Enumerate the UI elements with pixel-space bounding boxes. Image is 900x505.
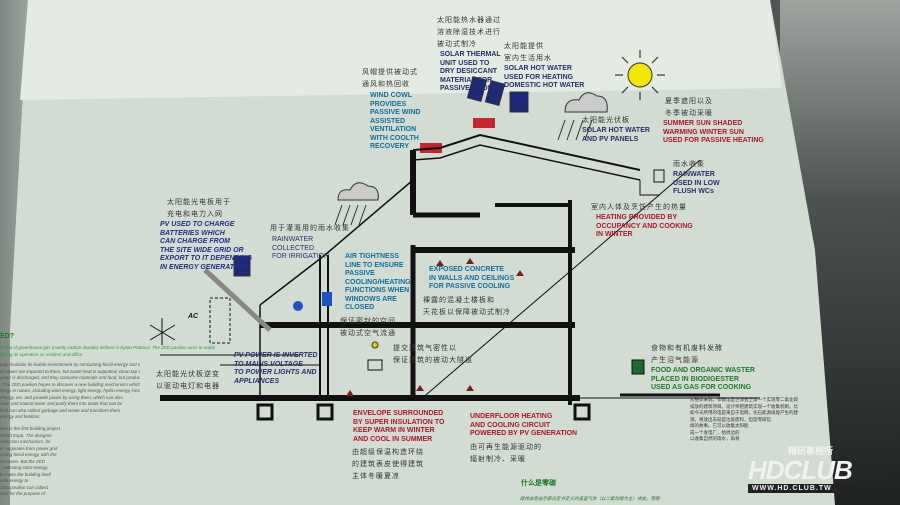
food-waste-label: FOOD AND ORGANIC WASTER PLACED IN BIODIG…: [651, 367, 755, 391]
left-body-text-2: ilion is the first building project Worl…: [0, 426, 60, 496]
light-bulb-icon: [371, 341, 379, 349]
underfloor-label-cn: 由可再生能源驱动的 辐射制冷、采暖: [470, 443, 542, 463]
heat-marker-icon: [346, 258, 524, 396]
underfloor-label: UNDERFLOOR HEATING AND COOLING CIRCUIT P…: [470, 413, 578, 437]
wind-cowl-label: WIND COWL PROVIDES PASSIVE WIND ASSISTED…: [370, 92, 421, 150]
watermark-cn: 精研事務所: [788, 446, 834, 456]
irrigation-label-cn: 用于灌溉用的雨水收集: [270, 224, 350, 232]
left-body-text: ings maintain its livable environment by…: [0, 362, 140, 419]
what-is-zero-carbon-heading: 什么是零碳: [521, 480, 556, 487]
food-waste-label-cn: 食物和有机废料发酵 产生沼气能源: [651, 344, 723, 364]
pv-power-label-cn: 太阳能光伏板逆变 以驱动电灯和电器: [156, 370, 220, 390]
envelope-label-cn: 由超级保温构造环绕 的建筑表皮使得建筑 主体冬暖夏凉: [352, 448, 424, 480]
zero-carbon-text: 碳排放是由京都议定书定义的温室气体（以二氧化碳为主）排放，零碳: [520, 496, 660, 501]
solar-hot-water-label: SOLAR HOT WATER USED FOR HEATING DOMESTI…: [504, 65, 585, 89]
solar-panel-icon: [233, 75, 529, 277]
summer-sun-label: SUMMER SUN SHADED WARMING WINTER SUN USE…: [663, 120, 764, 144]
left-intro-text: is that of greenhouse gas (mainly carbon…: [0, 345, 215, 357]
watermark-logo: 精研事務所 HDCLUB WWW.HD.CLUB.TW: [748, 446, 853, 493]
air-tightness-label-cn: 保证密封的空间 被动式空气流通: [340, 317, 396, 337]
irrigation-label: RAINWATER COLLECTED FOR IRRIGATION: [272, 236, 330, 260]
toilet-icon: [653, 169, 665, 183]
exposed-concrete-label: EXPOSED CONCRETE IN WALLS AND CEILINGS F…: [429, 266, 515, 290]
envelope-label: ENVELOPE SURROUNDED BY SUPER INSULATION …: [353, 410, 445, 443]
desiccant-unit-icon: [473, 118, 495, 128]
solar-hot-water-label-cn: 太阳能提供 室内生活用水: [504, 42, 552, 62]
occupancy-label-cn: 室内人体及烹饪产生的热量: [591, 203, 687, 211]
cloud-icon: [337, 92, 608, 201]
pv-panels-label: SOLAR HOT WATER AND PV PANELS: [582, 127, 650, 143]
watermark-main: HDCLUB: [748, 455, 853, 485]
rainwater-wc-label: RAINWATER USED IN LOW FLUSH WCs: [673, 171, 720, 195]
left-heading: ED?: [0, 333, 14, 340]
pylon-icon: [149, 318, 176, 345]
pv-batteries-label: PV USED TO CHARGE BATTERIES WHICH CAN CH…: [160, 221, 252, 271]
biodigester-icon: [631, 359, 645, 375]
ac-label: AC: [188, 313, 199, 320]
building-outline: [160, 133, 760, 421]
sun-icon: [615, 50, 665, 100]
occupancy-label: HEATING PROVIDED BY OCCUPANCY AND COOKIN…: [596, 214, 693, 238]
tv-icon: [367, 359, 383, 371]
watering-can-icon: [293, 301, 303, 311]
pv-batteries-label-cn: 太阳能光电板用于 充电和电力入网: [167, 198, 231, 218]
right-body-text-cn: 从整体来说，零碳馆是世博会上第一个实现零二氧化碳 排放的建筑项目。设计师把建筑实…: [690, 397, 798, 441]
air-tightness-label: AIR TIGHTNESS LINE TO ENSURE PASSIVE COO…: [345, 253, 411, 311]
exposed-concrete-label-cn: 裸露的混凝土楼板和 天花板以保障被动式制冷: [423, 296, 511, 316]
solar-thermal-label-cn: 太阳能热水器通过 溶液除湿技术进行 被动式制冷: [437, 16, 501, 48]
airtight-building-label-cn: 提交建筑气密性以 保证建筑的被动大隧道: [393, 344, 473, 364]
pv-power-label: PV POWER IS INVERTED TO MAINS VOLTAGE TO…: [234, 352, 318, 385]
wind-cowl-label-cn: 风帽提供被动式 通风和热回收: [362, 68, 418, 88]
water-tank-icon: [322, 292, 332, 306]
watermark-url: WWW.HD.CLUB.TW: [748, 484, 852, 493]
rain-icon: [334, 119, 593, 226]
summer-sun-label-cn: 夏季遮阳以及 冬季被动采暖: [665, 97, 713, 117]
pv-panels-label-cn: 太阳能光伏板: [582, 116, 630, 124]
solar-thermal-label: SOLAR THERMAL UNIT USED TO DRY DESICCANT…: [440, 51, 505, 92]
rainwater-wc-label-cn: 雨水收集: [673, 160, 705, 168]
